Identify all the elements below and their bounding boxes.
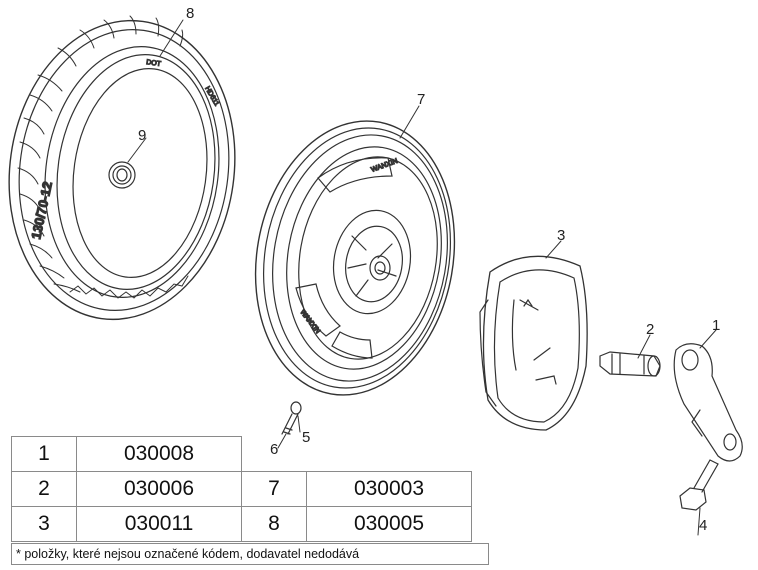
part-code: 030011 — [76, 506, 242, 542]
brake-cam-part-2 — [599, 351, 661, 377]
parts-code-table: 1 030008 2 030006 7 030003 3 030011 8 03… — [11, 436, 472, 542]
brake-shoes-part-3 — [479, 255, 588, 431]
bolt-part-4 — [679, 459, 719, 511]
part-code: 030008 — [76, 436, 242, 472]
callout-3: 3 — [557, 227, 565, 244]
tire-part-8 — [8, 15, 236, 321]
callout-2: 2 — [646, 321, 654, 338]
valve-part-5-6 — [281, 401, 302, 435]
brake-arm-part-1 — [673, 343, 743, 462]
part-code — [306, 436, 472, 472]
rim-text-bottom: WANXIN — [298, 309, 321, 335]
part-number — [241, 436, 307, 472]
callout-4: 4 — [699, 517, 707, 534]
part-code: 030003 — [306, 471, 472, 507]
callout-8: 8 — [186, 5, 194, 22]
part-number: 7 — [241, 471, 307, 507]
part-code: 030006 — [76, 471, 242, 507]
part-number: 8 — [241, 506, 307, 542]
rim-text-top: WANXIN — [370, 158, 398, 174]
tire-brand-text: DOT — [146, 59, 162, 68]
callout-1: 1 — [712, 317, 720, 334]
supply-note: * položky, které nejsou označené kódem, … — [11, 543, 489, 565]
leader-lines — [127, 19, 717, 536]
part-number: 3 — [11, 506, 77, 542]
part-number: 1 — [11, 436, 77, 472]
part-number: 2 — [11, 471, 77, 507]
callout-9: 9 — [138, 127, 146, 144]
valve-nut-part-9 — [108, 161, 136, 189]
table-row: 3 030011 8 030005 — [11, 506, 472, 542]
rim-part-7 — [254, 120, 456, 396]
part-code: 030005 — [306, 506, 472, 542]
table-row: 2 030006 7 030003 — [11, 471, 472, 507]
table-row: 1 030008 — [11, 436, 472, 472]
callout-7: 7 — [417, 91, 425, 108]
